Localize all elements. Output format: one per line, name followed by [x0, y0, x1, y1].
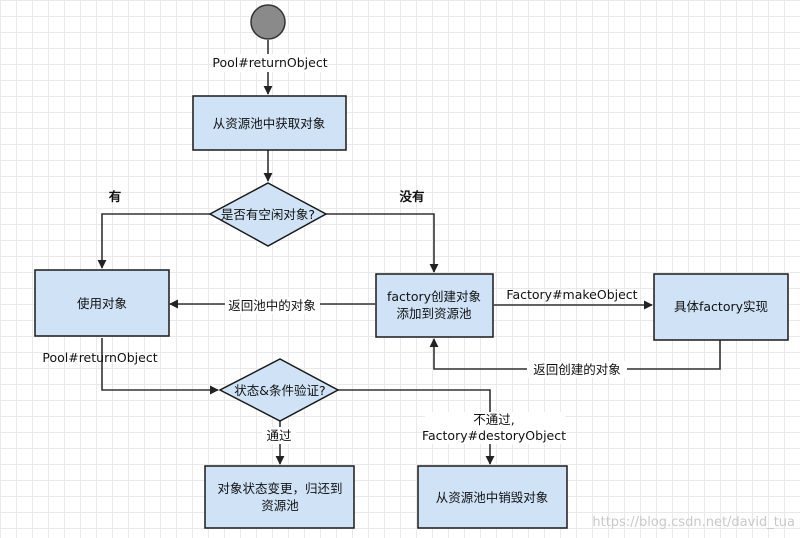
node-has-idle-label: 是否有空闲对象? — [221, 207, 315, 222]
node-return-pool-label-1: 对象状态变更，归还到 — [217, 481, 342, 496]
node-get-object-label: 从资源池中获取对象 — [213, 116, 326, 131]
edge-no — [326, 213, 439, 273]
edge-label-yes: 有 — [109, 189, 122, 204]
edge-label-no: 没有 — [399, 189, 424, 204]
edge-label-fail-1: 不通过, — [473, 412, 514, 427]
edge-label-fail-2: Factory#destoryObject — [422, 428, 566, 443]
node-destroy-label: 从资源池中销毁对象 — [436, 490, 549, 505]
node-return-pool — [204, 465, 355, 529]
edge-label-return-created: 返回创建的对象 — [533, 362, 621, 377]
node-validate-label: 状态&条件验证? — [234, 383, 325, 398]
edge-label-start: Pool#returnObject — [212, 55, 327, 70]
node-factory-create-label-1: factory创建对象 — [387, 289, 481, 304]
node-concrete-factory — [653, 273, 789, 341]
edge-label-pass: 通过 — [266, 428, 292, 443]
node-has-idle-decision — [208, 182, 328, 247]
edge-yes — [97, 213, 210, 269]
node-concrete-factory-label: 具体factory实现 — [674, 299, 768, 314]
node-factory-create — [375, 273, 494, 338]
edge-label-use-return: Pool#returnObject — [42, 350, 157, 365]
edge-label-make-object: Factory#makeObject — [506, 287, 637, 302]
node-factory-create-label-2: 添加到资源池 — [396, 306, 472, 321]
node-return-pool-label-2: 资源池 — [261, 498, 299, 513]
node-use-object — [34, 269, 170, 337]
node-use-object-label: 使用对象 — [77, 296, 127, 311]
edge-label-return-object: 返回池中的对象 — [228, 298, 316, 313]
node-validate-decision — [218, 358, 340, 422]
start-node — [250, 4, 286, 40]
edge-use-to-validate — [101, 338, 219, 395]
node-get-object — [192, 95, 347, 151]
watermark: https://blog.csdn.net/david_tua — [592, 515, 795, 530]
node-destroy — [417, 465, 568, 529]
